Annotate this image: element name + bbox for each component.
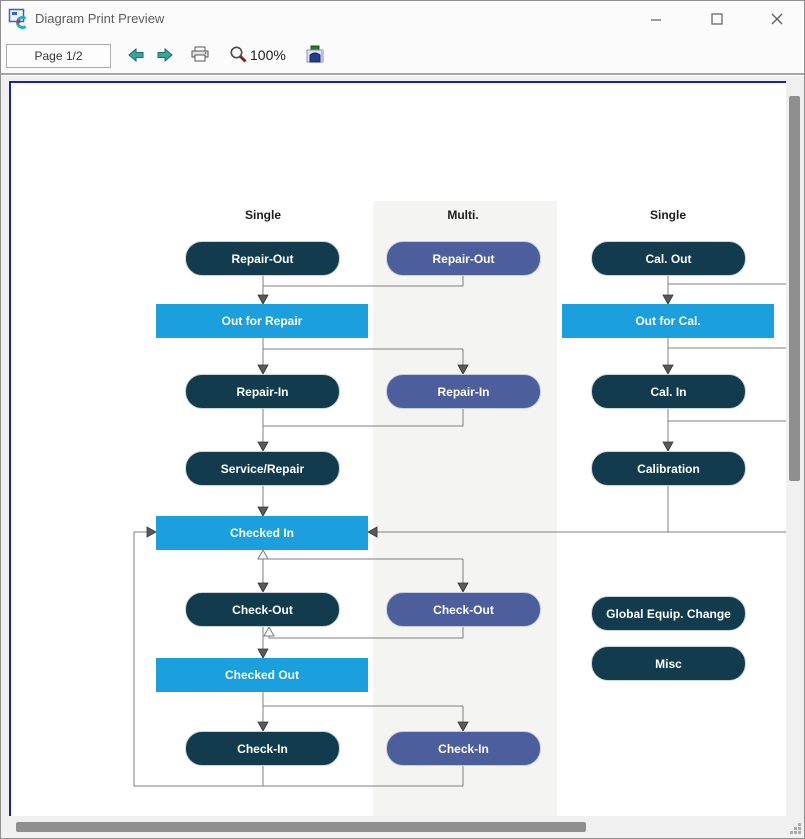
page-indicator[interactable]: Page 1/2 (6, 44, 111, 68)
vertical-scrollbar[interactable] (787, 81, 803, 814)
node-check-out-single: Check-Out (185, 592, 340, 627)
close-button[interactable] (755, 5, 799, 33)
close-preview-button[interactable] (302, 41, 328, 68)
column-header-single-left: Single (244, 208, 281, 222)
app-logo-icon (8, 7, 32, 36)
multi-column-band (373, 201, 557, 816)
title-bar: Diagram Print Preview (1, 1, 804, 37)
zoom-button[interactable] (225, 41, 251, 68)
horizontal-scrollbar[interactable] (1, 819, 784, 835)
maximize-button[interactable] (695, 5, 739, 33)
node-cal-out: Cal. Out (591, 241, 746, 276)
preview-area: Single Multi. Single (1, 76, 804, 838)
resize-grip[interactable] (787, 820, 803, 838)
toolbar-separator (1, 73, 804, 76)
back-arrow-icon (127, 47, 143, 62)
forward-arrow-icon (157, 47, 173, 62)
horizontal-scrollbar-thumb[interactable] (16, 822, 586, 832)
column-header-single-right: Single (649, 208, 686, 222)
printer-icon (191, 46, 209, 62)
node-repair-in-multi: Repair-In (386, 374, 541, 409)
vertical-scrollbar-thumb[interactable] (789, 96, 800, 481)
node-checked-in: Checked In (156, 516, 368, 550)
node-checked-out: Checked Out (156, 658, 368, 692)
node-check-out-multi: Check-Out (386, 592, 541, 627)
connector-lines (133, 276, 786, 787)
node-calibration: Calibration (591, 451, 746, 486)
exit-door-icon (306, 45, 324, 63)
node-check-in-single: Check-In (185, 731, 340, 766)
node-misc: Misc (591, 646, 746, 681)
print-button[interactable] (187, 41, 213, 68)
node-repair-out-single: Repair-Out (185, 241, 340, 276)
node-cal-in: Cal. In (591, 374, 746, 409)
node-repair-in-single: Repair-In (185, 374, 340, 409)
node-out-for-repair: Out for Repair (156, 304, 368, 338)
zoom-level-label: 100% (250, 47, 286, 63)
preview-page: Single Multi. Single (9, 81, 786, 816)
next-page-button[interactable] (151, 41, 177, 68)
window-title: Diagram Print Preview (35, 11, 165, 26)
node-global-equip-change: Global Equip. Change (591, 596, 746, 631)
node-check-in-multi: Check-In (386, 731, 541, 766)
previous-page-button[interactable] (123, 41, 149, 68)
magnifier-icon (230, 46, 247, 63)
toolbar: Page 1/2 100% (1, 37, 804, 73)
node-service-repair: Service/Repair (185, 451, 340, 486)
column-header-multi: Multi. (447, 208, 479, 222)
node-out-for-cal: Out for Cal. (562, 304, 774, 338)
node-repair-out-multi: Repair-Out (386, 241, 541, 276)
minimize-button[interactable] (634, 5, 678, 33)
